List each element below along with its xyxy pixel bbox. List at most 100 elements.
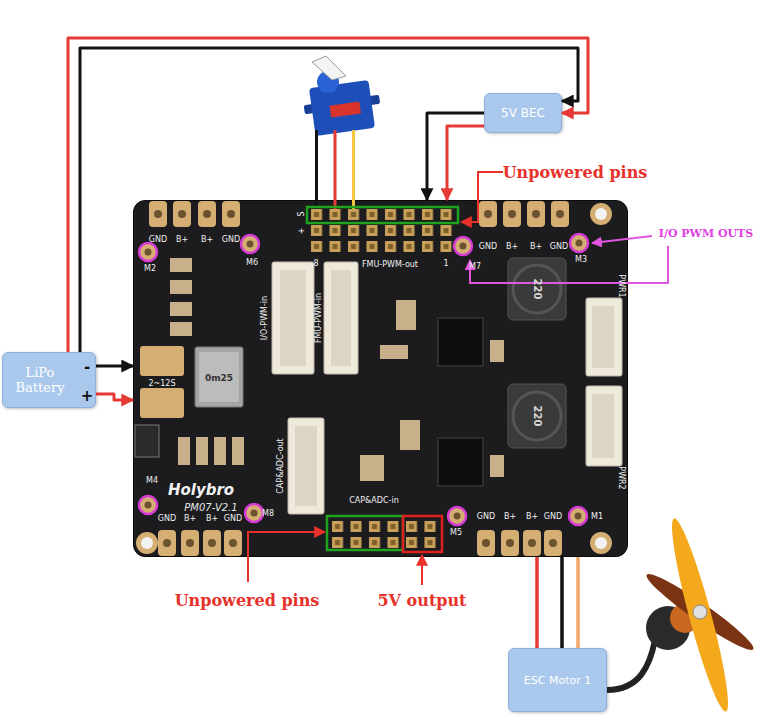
part-marking: 0m25 [205, 373, 233, 383]
motor-pad [139, 243, 157, 261]
node-text: Holybro [168, 481, 234, 499]
highlight-box [307, 207, 458, 223]
silkscreen-label: B+ [526, 512, 538, 521]
mounting-hole [136, 532, 158, 554]
diode [135, 425, 159, 457]
capacitor [232, 437, 244, 465]
capacitor [380, 345, 408, 359]
motor-pad [241, 235, 259, 253]
silkscreen-label: 2~12S [148, 379, 175, 388]
pin-header [309, 206, 457, 254]
silkscreen-label: M7 [469, 262, 481, 271]
solder-pad [479, 201, 497, 227]
silkscreen-label: B+ [530, 242, 542, 251]
solder-pad [551, 201, 569, 227]
callout-text: 5V output [377, 591, 466, 610]
wire-connector [68, 38, 588, 352]
silkscreen-label: M4 [146, 476, 158, 485]
jst-connector [288, 418, 324, 514]
silkscreen-label: CAP&ADC-out [276, 438, 285, 493]
esc-box: ESC Motor 1 [508, 648, 607, 712]
polarity-sign: + [81, 387, 94, 405]
silkscreen-label: B+ [201, 235, 213, 244]
callout-text: Unpowered pins [503, 163, 648, 182]
silkscreen-label: M8 [262, 509, 274, 518]
wire-connector [576, 557, 580, 648]
silkscreen-label: M5 [450, 528, 462, 537]
silkscreen-label: B+ [504, 512, 516, 521]
silkscreen-label: M3 [575, 255, 587, 264]
silkscreen-label: GND [158, 514, 176, 523]
capacitor [170, 280, 192, 294]
battery-pad [140, 388, 184, 418]
ic-chip [438, 318, 483, 366]
connector-slot [592, 394, 614, 458]
callout-text: Unpowered pins [175, 591, 320, 610]
shunt-face [199, 352, 239, 402]
part-marking: 220 [532, 279, 543, 300]
motor-body [646, 606, 690, 650]
servo-horn [312, 56, 346, 80]
motor-pad [569, 507, 587, 525]
mounting-hole [590, 203, 612, 225]
capacitor [178, 437, 190, 465]
solder-pad [158, 530, 176, 556]
leader-line [592, 236, 652, 243]
inductor-ring [513, 392, 561, 440]
silkscreen-label: B+ [206, 514, 218, 523]
silkscreen-label: GND [479, 242, 497, 251]
silkscreen-label: 8 [313, 259, 318, 268]
connector-slot [331, 270, 351, 366]
leader-line [461, 172, 503, 222]
ic-chip [438, 438, 483, 486]
jst-connector [586, 298, 622, 376]
connector-slot [295, 426, 317, 506]
silkscreen-label: FMU-PWM-out [362, 260, 418, 269]
wire-connector [427, 113, 484, 200]
silkscreen-label: GND [149, 235, 167, 244]
silkscreen-label: B+ [176, 235, 188, 244]
solder-pad [503, 201, 521, 227]
pin-header [330, 518, 441, 550]
capacitor [360, 455, 384, 481]
solder-pad [149, 201, 167, 227]
leader-line [470, 246, 668, 283]
solder-pad [501, 530, 519, 556]
capacitor [396, 300, 416, 330]
motor-wire [607, 640, 655, 690]
jst-connector [272, 262, 314, 374]
highlight-box [327, 516, 403, 550]
leader-line [421, 555, 423, 585]
inductor-ring [513, 265, 561, 313]
servo-wire [334, 130, 337, 214]
inductor [508, 258, 566, 320]
silkscreen-label: FMU-PWM-in [314, 293, 323, 343]
capacitor [490, 455, 504, 477]
solder-pad [523, 530, 541, 556]
solder-pad [173, 201, 191, 227]
solder-pad [222, 201, 240, 227]
polarity-sign: - [84, 358, 90, 376]
silkscreen-label: GND [544, 512, 562, 521]
motor-pad [570, 234, 588, 252]
solder-pad [224, 530, 242, 556]
node-text: PM07-V2.1 [184, 502, 237, 513]
wire-connector [96, 394, 133, 400]
silkscreen-label: PWR2 [617, 466, 626, 489]
battery-pad [140, 346, 184, 376]
node-text: ESC Motor 1 [509, 674, 606, 687]
silkscreen-label: I/O-PWM-in [260, 296, 269, 340]
bec-box: 5V BEC [484, 93, 562, 133]
node-text: LiPo Battery [9, 365, 71, 395]
solder-pad [181, 530, 199, 556]
servo-wire [352, 130, 355, 214]
silkscreen-label: S [297, 211, 306, 216]
silkscreen-label: 1 [443, 259, 448, 268]
silkscreen-label: GND [224, 514, 242, 523]
silkscreen-label: B+ [506, 242, 518, 251]
callout-text: I/O PWM OUTS [659, 227, 754, 240]
servo-body [309, 80, 375, 136]
solder-pad [203, 530, 221, 556]
propeller-blade [642, 567, 759, 656]
wire-connector [535, 557, 539, 648]
